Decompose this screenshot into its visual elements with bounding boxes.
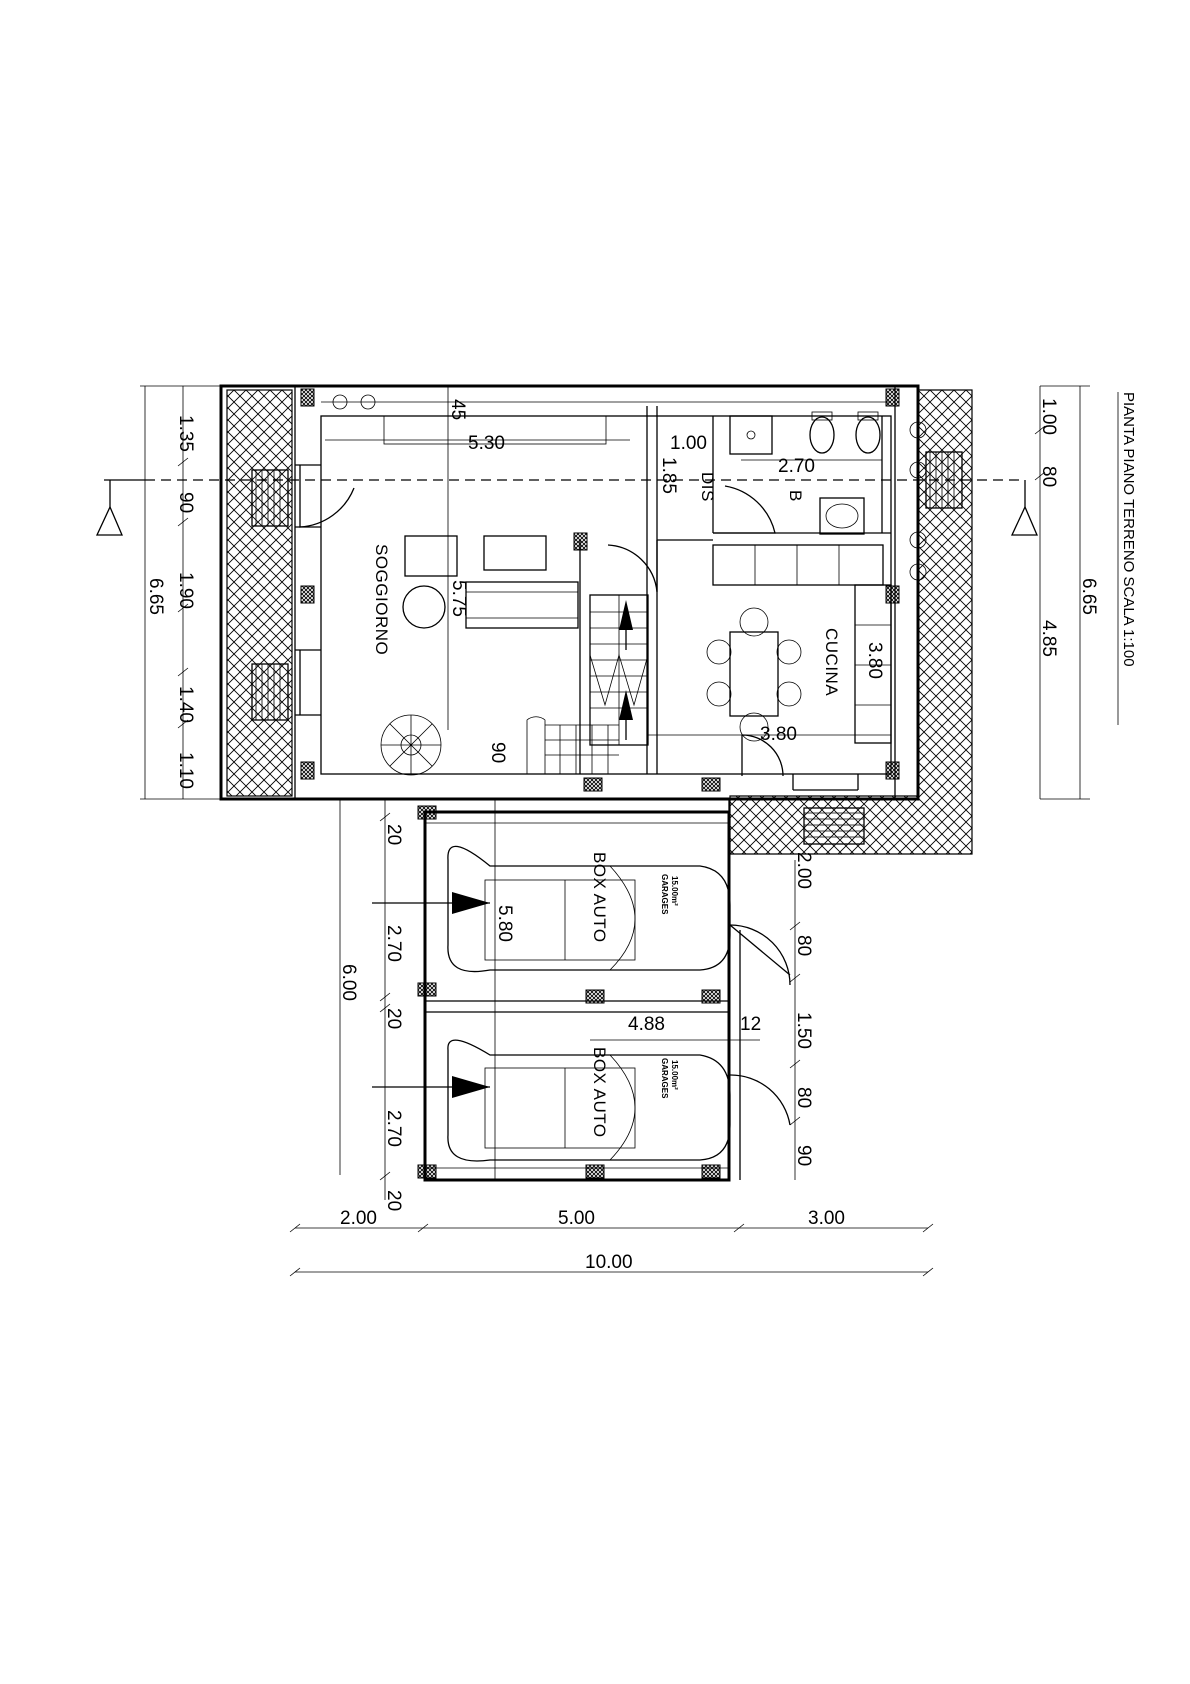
drawing-title: PIANTA PIANO TERRENO SCALA 1:100 <box>1120 392 1137 667</box>
dim-380b: 3.80 <box>760 724 797 745</box>
dim-g-150: 1.50 <box>793 1012 814 1049</box>
room-dis: DIS <box>698 472 717 502</box>
section-line <box>95 479 1038 536</box>
garage-walls <box>423 799 741 1182</box>
dim-90a: 90 <box>487 742 508 763</box>
dim-left-665: 6.65 <box>145 578 166 615</box>
dim-g-90: 90 <box>793 1145 814 1166</box>
dim-g-80a: 80 <box>793 935 814 956</box>
title-block: PIANTA PIANO TERRENO SCALA 1:100 <box>1117 392 1137 725</box>
entrance-arrows <box>372 892 490 1098</box>
dim-45: 45 <box>447 399 468 420</box>
paving-hatch <box>226 389 973 855</box>
dim-g-12: 12 <box>740 1014 761 1035</box>
dim-530: 5.30 <box>468 433 505 454</box>
windows <box>251 451 963 845</box>
dim-g-200: 2.00 <box>793 852 814 889</box>
dim-g-600: 6.00 <box>338 964 359 1001</box>
dim-right-80: 80 <box>1038 466 1059 487</box>
dim-left-135: 1.35 <box>175 415 196 452</box>
dim-g-20a: 20 <box>383 824 404 845</box>
dim-380a: 3.80 <box>864 642 885 679</box>
dim-left-190: 1.90 <box>175 572 196 609</box>
car-2 <box>447 1039 731 1162</box>
car-1 <box>447 845 731 973</box>
dimension-lines <box>140 385 1090 1277</box>
garage-tag-2b: 15.00m² <box>670 1060 679 1090</box>
staircase <box>526 594 649 774</box>
dim-b-500: 5.00 <box>558 1208 595 1229</box>
dim-575: 5.75 <box>448 580 469 617</box>
room-box-auto-2: BOX AUTO <box>590 1047 609 1138</box>
room-box-auto-1: BOX AUTO <box>590 852 609 943</box>
dim-g-580: 5.80 <box>494 905 515 942</box>
room-labels: SOGGIORNO CUCINA DIS B BOX AUTO BOX AUTO… <box>372 472 841 1138</box>
living-furniture <box>332 394 579 776</box>
room-bagno: B <box>786 490 805 502</box>
dim-g-270b: 2.70 <box>383 1110 404 1147</box>
dim-270a: 2.70 <box>778 456 815 477</box>
dim-right-100: 1.00 <box>1038 398 1059 435</box>
garage-tag-1a: GARAGES <box>660 874 669 915</box>
dim-left-90: 90 <box>175 492 196 513</box>
dim-185: 1.85 <box>658 457 679 494</box>
dim-right-485: 4.85 <box>1038 620 1059 657</box>
dim-100a: 1.00 <box>670 433 707 454</box>
bathroom-fixtures <box>729 411 927 581</box>
dim-b-200: 2.00 <box>340 1208 377 1229</box>
kitchen-furniture <box>706 544 892 744</box>
garage-tag-1b: 15.00m² <box>670 876 679 906</box>
dim-b-300: 3.00 <box>808 1208 845 1229</box>
dim-g-20c: 20 <box>383 1190 404 1211</box>
garage-tag-2a: GARAGES <box>660 1058 669 1099</box>
dim-g-488: 4.88 <box>628 1014 665 1035</box>
room-cucina: CUCINA <box>822 628 841 696</box>
dim-left-110: 1.10 <box>175 752 196 789</box>
dim-g-80b: 80 <box>793 1087 814 1108</box>
dim-right-665: 6.65 <box>1078 578 1099 615</box>
room-soggiorno: SOGGIORNO <box>372 544 391 655</box>
dim-g-270a: 2.70 <box>383 925 404 962</box>
dim-b-1000: 10.00 <box>585 1252 633 1273</box>
dim-g-20b: 20 <box>383 1008 404 1029</box>
dimension-values: 45 5.30 1.00 1.85 2.70 5.75 90 3.80 3.80… <box>145 398 1099 1273</box>
dim-left-140: 1.40 <box>175 686 196 723</box>
